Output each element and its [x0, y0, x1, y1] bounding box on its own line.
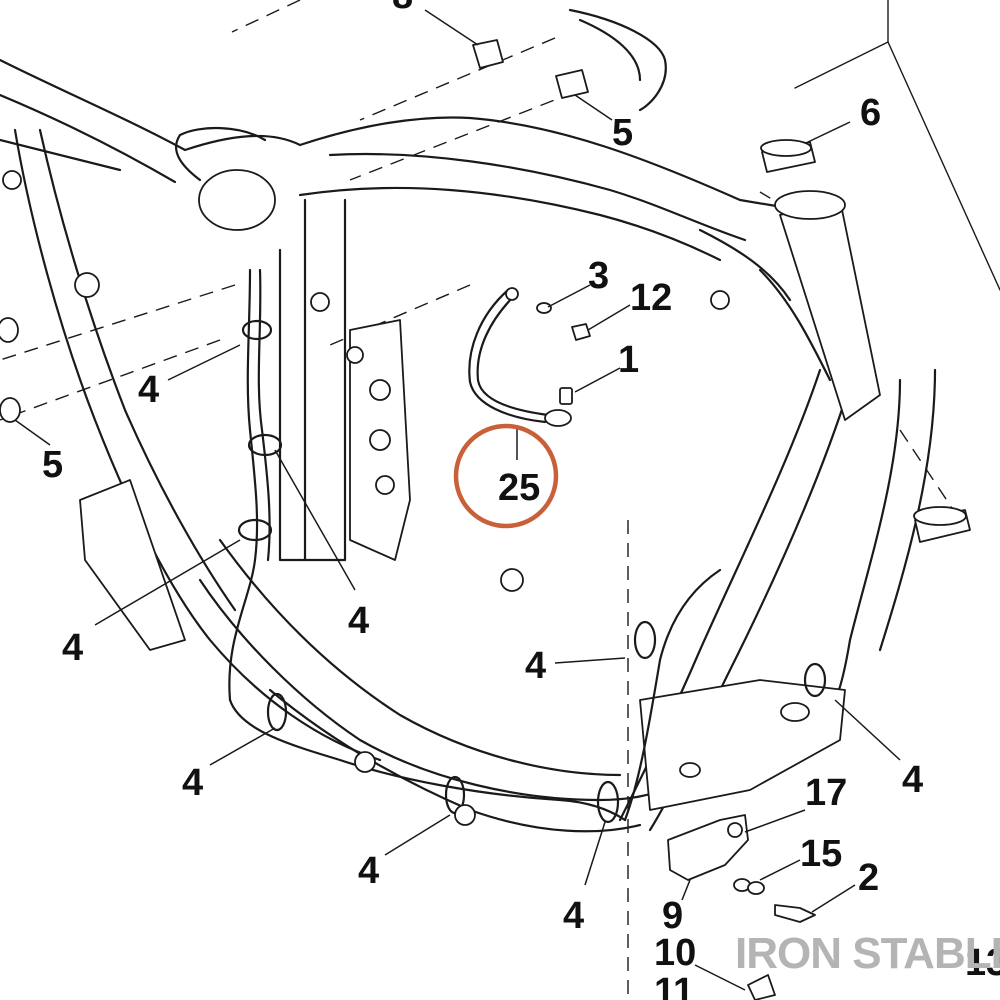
callout-2: 2: [858, 857, 879, 899]
callout-3: 3: [588, 255, 609, 297]
callout-8-top: 8: [392, 0, 413, 17]
wiring-harness: [228, 268, 722, 822]
leader-lines: [14, 9, 901, 991]
callout-5-top: 5: [612, 112, 633, 154]
watermark-text: IRON STABLE: [735, 929, 1000, 978]
callout-4-bottom-left: 4: [182, 762, 203, 804]
callout-10: 10: [654, 932, 696, 974]
callout-12: 12: [630, 277, 672, 319]
callout-labels: 8 5 6 3 12 1 25 4 5 4 4 4 4 4 4 4 17 15 …: [42, 0, 1000, 1000]
exploded-box-lines: [794, 0, 1000, 291]
callout-4-mid-right: 4: [525, 645, 546, 687]
callout-9: 9: [662, 895, 683, 937]
callout-17: 17: [805, 772, 847, 814]
callout-6: 6: [860, 92, 881, 134]
callout-4-right: 4: [902, 759, 923, 801]
callout-5-left: 5: [42, 444, 63, 486]
ground-strap: [468, 287, 572, 427]
callout-4-bottom-mid: 4: [358, 850, 379, 892]
callout-4-left-upper: 4: [138, 369, 159, 411]
callout-1: 1: [618, 339, 639, 381]
callout-11: 11: [654, 971, 694, 1000]
hardware-parts: [0, 39, 971, 1000]
callout-15: 15: [800, 833, 842, 875]
callout-25: 25: [498, 467, 540, 509]
callout-4-left-lower: 4: [62, 627, 83, 669]
motorcycle-frame: [0, 8, 937, 833]
callout-4-center: 4: [348, 600, 369, 642]
callout-4-bottom-center: 4: [563, 895, 584, 937]
highlight-circle: [453, 423, 559, 529]
callout-13: 13: [965, 942, 1000, 984]
